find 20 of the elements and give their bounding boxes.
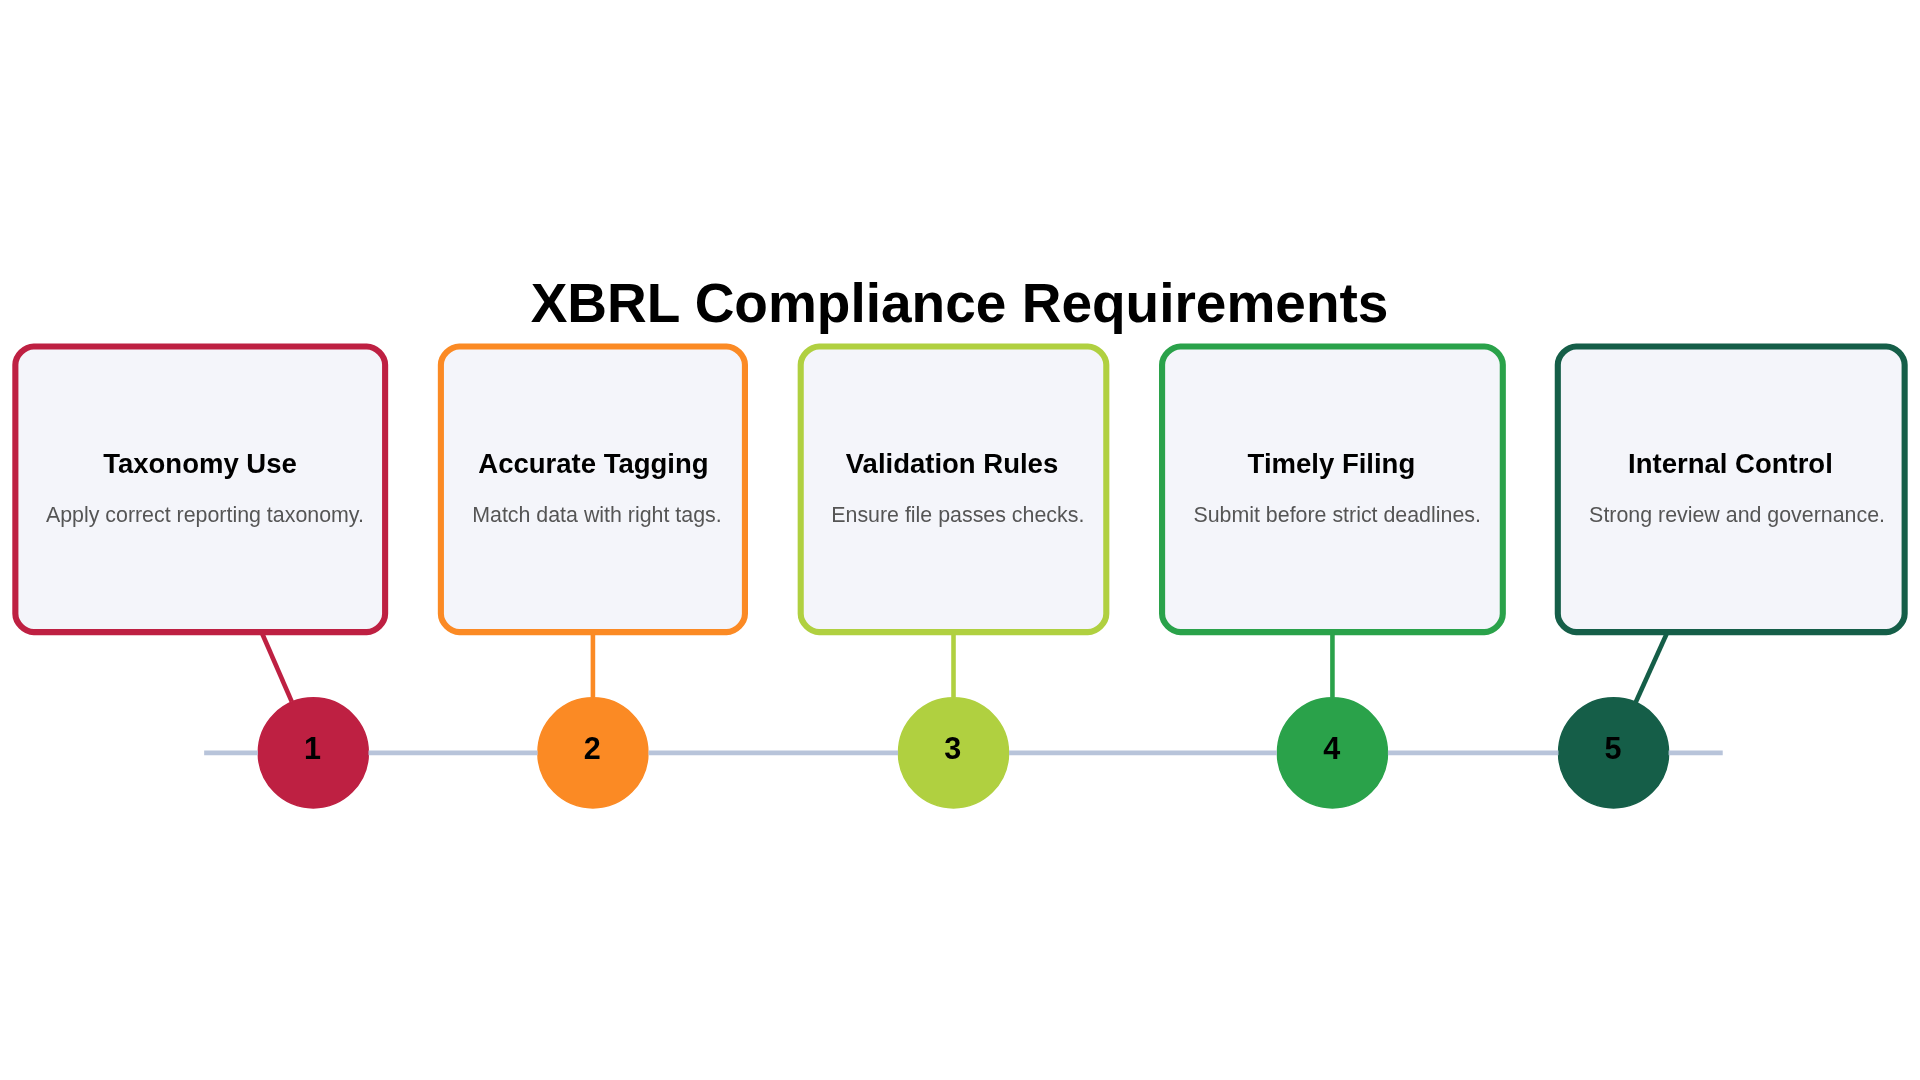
connector [951, 632, 956, 698]
node-box: Validation Rules Ensure file passes checks. [797, 342, 1110, 635]
node-box: Accurate Tagging Match data with right tags. [437, 342, 748, 635]
node-circle: 4 [1276, 696, 1389, 809]
node-circle: 5 [1557, 696, 1670, 809]
connector [368, 750, 538, 755]
connector [648, 750, 899, 755]
connector [204, 750, 258, 755]
connector [1330, 632, 1335, 698]
connector [590, 632, 596, 698]
node-box: Timely Filing Submit before strict deadlines. [1159, 342, 1506, 635]
connector [1009, 750, 1277, 755]
connector [1387, 750, 1559, 755]
node-circle: 3 [897, 696, 1010, 809]
node-circle: 1 [257, 696, 370, 809]
node-box: Taxonomy Use Apply correct reporting taxonomy. [12, 342, 389, 635]
connector [1668, 750, 1723, 755]
diagram-title: XBRL Compliance Requirements [530, 271, 1389, 334]
node-circle: 2 [537, 696, 649, 809]
node-box: Internal Control Strong review and governance. [1554, 342, 1908, 635]
